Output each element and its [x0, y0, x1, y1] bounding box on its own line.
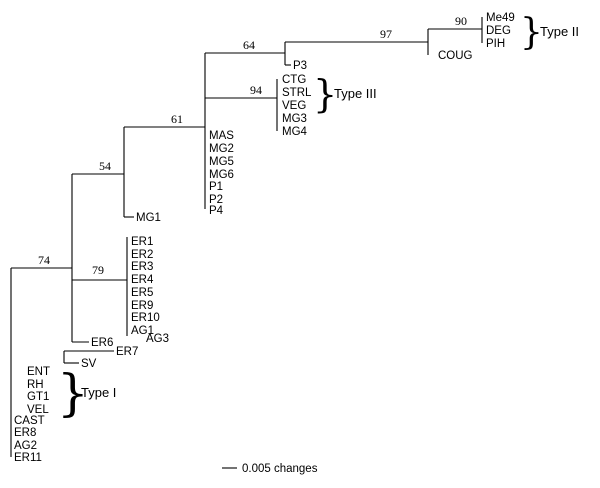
bootstrap-type3: 94 [250, 83, 262, 97]
taxon-label: ER11 [14, 452, 42, 464]
bootstrap-64: 64 [243, 38, 255, 52]
taxon-label: MAS [209, 130, 234, 142]
type1-brace: } [57, 364, 89, 422]
taxon-label: ER8 [14, 427, 36, 439]
taxon-label: P2 [209, 194, 223, 206]
taxon-label: AG1 [131, 325, 154, 337]
taxon-label: ENT [27, 366, 50, 378]
taxon-label: MG2 [209, 143, 234, 155]
taxon-label: GT1 [27, 391, 49, 403]
tree-branches [10, 17, 483, 469]
taxon-label: ER4 [131, 274, 154, 286]
taxon-label: COUG [438, 50, 473, 62]
bootstrap-type2: 90 [455, 14, 467, 28]
bootstrap-root: 74 [38, 253, 50, 267]
taxon-label: ER6 [91, 337, 113, 349]
taxon-label: AG3 [146, 333, 169, 345]
taxon-label: PIH [486, 38, 505, 50]
bootstrap-61: 61 [171, 112, 183, 126]
taxon-label: ER2 [131, 249, 153, 261]
taxon-label: ER5 [131, 287, 153, 299]
taxon-label: MG4 [282, 126, 308, 138]
type2-label: Type II [540, 24, 579, 39]
taxon-label: ER1 [131, 236, 153, 248]
taxon-labels: Me49 DEG PIH COUG P3 CTG STRL VEG MG3 MG… [14, 12, 515, 464]
bootstrap-54: 54 [99, 159, 111, 173]
taxon-label: ER3 [131, 261, 153, 273]
taxon-label: RH [27, 379, 44, 391]
type3-label: Type III [334, 86, 377, 101]
taxon-label: ER10 [131, 312, 160, 324]
taxon-label: MG1 [136, 212, 161, 224]
taxon-label: ER9 [131, 300, 153, 312]
taxon-label: MG3 [282, 113, 307, 125]
taxon-label: P4 [209, 205, 224, 217]
taxon-label: Me49 [486, 12, 515, 24]
type2-brace: } [520, 12, 543, 53]
taxon-label: DEG [486, 25, 511, 37]
taxon-label: SV [81, 358, 97, 370]
taxon-label: VEL [27, 404, 49, 416]
taxon-label: MG5 [209, 156, 234, 168]
taxon-label: ER7 [116, 346, 138, 358]
clade-annotations: } Type II } Type III } Type I [57, 12, 579, 422]
taxon-label: STRL [282, 87, 312, 99]
taxon-label: P1 [209, 181, 223, 193]
type1-label: Type I [81, 385, 116, 400]
bootstrap-97: 97 [380, 27, 392, 41]
taxon-label: AG2 [14, 440, 37, 452]
taxon-label: CTG [282, 74, 306, 86]
type3-brace: } [313, 72, 337, 116]
taxon-label: P3 [293, 60, 307, 72]
bootstrap-values: 74 79 54 61 64 97 90 94 [38, 14, 467, 277]
bootstrap-er-clade: 79 [92, 263, 104, 277]
scale-label: 0.005 changes [242, 463, 318, 475]
taxon-label: MG6 [209, 169, 234, 181]
taxon-label: CAST [14, 415, 45, 427]
taxon-label: VEG [282, 100, 306, 112]
